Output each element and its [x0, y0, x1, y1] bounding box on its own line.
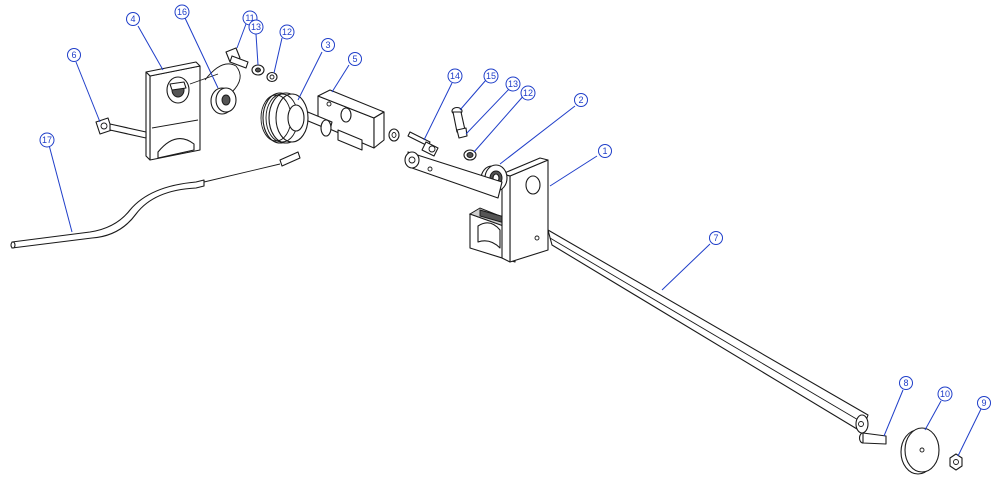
callout-12-right: 12 [520, 85, 536, 101]
svg-text:4: 4 [130, 14, 135, 24]
svg-text:9: 9 [981, 398, 986, 408]
part-7-long-tube [547, 229, 869, 434]
callout-10: 10 [937, 386, 953, 402]
part-14-bolt [407, 131, 439, 157]
svg-text:12: 12 [523, 88, 533, 98]
part-4-left-bracket [145, 61, 201, 161]
callout-2: 2 [574, 93, 588, 107]
part-9-nut [949, 453, 963, 471]
svg-text:14: 14 [450, 71, 460, 81]
svg-text:17: 17 [42, 135, 52, 145]
callout-6: 6 [67, 48, 81, 62]
svg-text:2: 2 [578, 95, 583, 105]
svg-text:5: 5 [352, 54, 357, 64]
part-5-clamp-block [317, 89, 385, 151]
svg-text:13: 13 [508, 79, 518, 89]
part-11-bolt [225, 47, 249, 69]
part-16-spring-pin [189, 63, 241, 115]
svg-text:16: 16 [177, 7, 187, 17]
callout-4: 4 [126, 12, 140, 26]
callout-13-left: 13 [248, 19, 264, 35]
svg-text:11: 11 [245, 13, 254, 23]
svg-text:8: 8 [903, 378, 908, 388]
callout-9: 9 [977, 396, 991, 410]
leader-lines [48, 17, 982, 457]
svg-text:10: 10 [940, 389, 950, 399]
callout-14: 14 [447, 68, 463, 84]
svg-text:15: 15 [486, 71, 496, 81]
callout-13-right: 13 [505, 76, 521, 92]
pivot-arm [404, 151, 503, 199]
part-12-13-nut-washer-right [463, 149, 477, 161]
part-15-screw [451, 106, 468, 139]
part-17-cable [10, 151, 301, 249]
callout-1: 1 [598, 144, 612, 158]
washer-center [388, 128, 400, 142]
callout-5: 5 [348, 52, 362, 66]
callout-7: 7 [709, 231, 723, 245]
svg-text:6: 6 [71, 50, 76, 60]
svg-text:1: 1 [602, 146, 607, 156]
callout-15: 15 [483, 68, 499, 84]
callout-3: 3 [321, 38, 335, 52]
part-1-main-bracket [468, 157, 549, 263]
svg-text:3: 3 [325, 40, 330, 50]
part-10-disc [900, 427, 940, 475]
svg-text:7: 7 [713, 233, 718, 243]
callout-12-left: 12 [279, 24, 295, 40]
part-6-bolt [95, 117, 147, 139]
part-12-13-nut-washer-left [251, 64, 278, 83]
part-8-pin [858, 432, 887, 445]
callout-16: 16 [174, 4, 190, 20]
svg-text:12: 12 [282, 27, 292, 37]
svg-text:13: 13 [251, 22, 261, 32]
callout-17: 17 [39, 132, 55, 148]
part-3-pulley [260, 92, 333, 144]
callout-8: 8 [899, 376, 913, 390]
